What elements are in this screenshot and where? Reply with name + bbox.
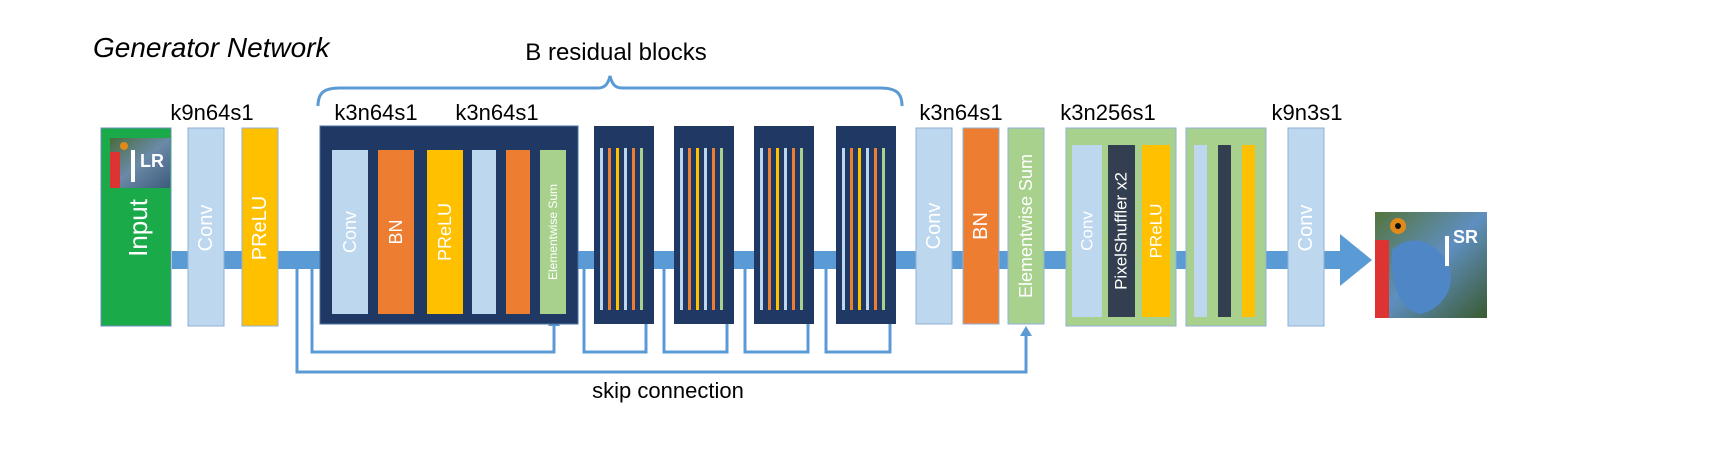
input-label: Input xyxy=(123,198,153,257)
res-bn1-block xyxy=(378,150,414,314)
kernel-label-res-conv1: k3n64s1 xyxy=(334,100,417,125)
post-sum-block xyxy=(1007,127,1045,325)
pixel-shuffler-label: PixelShuffler x2 xyxy=(1112,172,1131,290)
sr-image: SR xyxy=(1375,212,1487,318)
res-bn1-label: BN xyxy=(386,219,406,244)
upsample-prelu-label: PReLU xyxy=(1147,204,1166,259)
post-bn-block xyxy=(962,127,1000,325)
res-conv2-block xyxy=(472,150,496,314)
res-bn2-block xyxy=(506,150,530,314)
kernel-label-post-conv: k3n64s1 xyxy=(919,100,1002,125)
upsample-conv-block xyxy=(1072,145,1102,317)
output-conv-block xyxy=(1287,127,1325,327)
input-conv-block xyxy=(187,127,225,327)
post-bn-label: BN xyxy=(970,212,992,240)
input-conv-label: Conv xyxy=(195,205,217,252)
input-prelu-block xyxy=(241,127,279,327)
diagram-title: Generator Network xyxy=(93,32,332,63)
res-conv1-label: Conv xyxy=(340,211,360,253)
skip-connection-lines xyxy=(295,262,1028,374)
post-conv-block xyxy=(915,127,953,325)
upsample-conv-label: Conv xyxy=(1078,211,1097,251)
output-conv-label: Conv xyxy=(1295,205,1317,252)
residual-block-collapsed-2 xyxy=(674,126,734,324)
residual-block-collapsed-1 xyxy=(594,126,654,324)
kernel-label-res-conv2: k3n64s1 xyxy=(455,100,538,125)
kernel-label-input-conv: k9n64s1 xyxy=(170,100,253,125)
skip-connection-label: skip connection xyxy=(592,378,744,403)
res-sum-label: Elementwise Sum xyxy=(546,184,560,280)
brace-label: B residual blocks xyxy=(525,39,706,66)
res-prelu-block xyxy=(427,150,463,314)
residual-blocks-brace xyxy=(316,75,904,107)
res-sum-block xyxy=(540,150,566,314)
sr-sup-label: SR xyxy=(1453,227,1478,247)
res-prelu-label: PReLU xyxy=(435,203,455,261)
output-arrowhead xyxy=(1340,234,1372,286)
post-conv-label: Conv xyxy=(923,203,945,250)
res-conv1-block xyxy=(332,150,368,314)
kernel-label-output-conv: k9n3s1 xyxy=(1272,100,1343,125)
post-sum-label: Elementwise Sum xyxy=(1016,154,1036,298)
lr-image: LR xyxy=(110,138,170,188)
residual-block-collapsed-3 xyxy=(754,126,814,324)
residual-block-collapsed-4 xyxy=(836,126,896,324)
lr-sup-label: LR xyxy=(140,151,164,171)
upsample-prelu-block xyxy=(1142,145,1170,317)
pixel-shuffler-block xyxy=(1108,145,1135,317)
kernel-label-upsample-conv: k3n256s1 xyxy=(1060,100,1155,125)
input-prelu-label: PReLU xyxy=(249,196,271,260)
upsample-block-collapsed xyxy=(1185,127,1267,327)
